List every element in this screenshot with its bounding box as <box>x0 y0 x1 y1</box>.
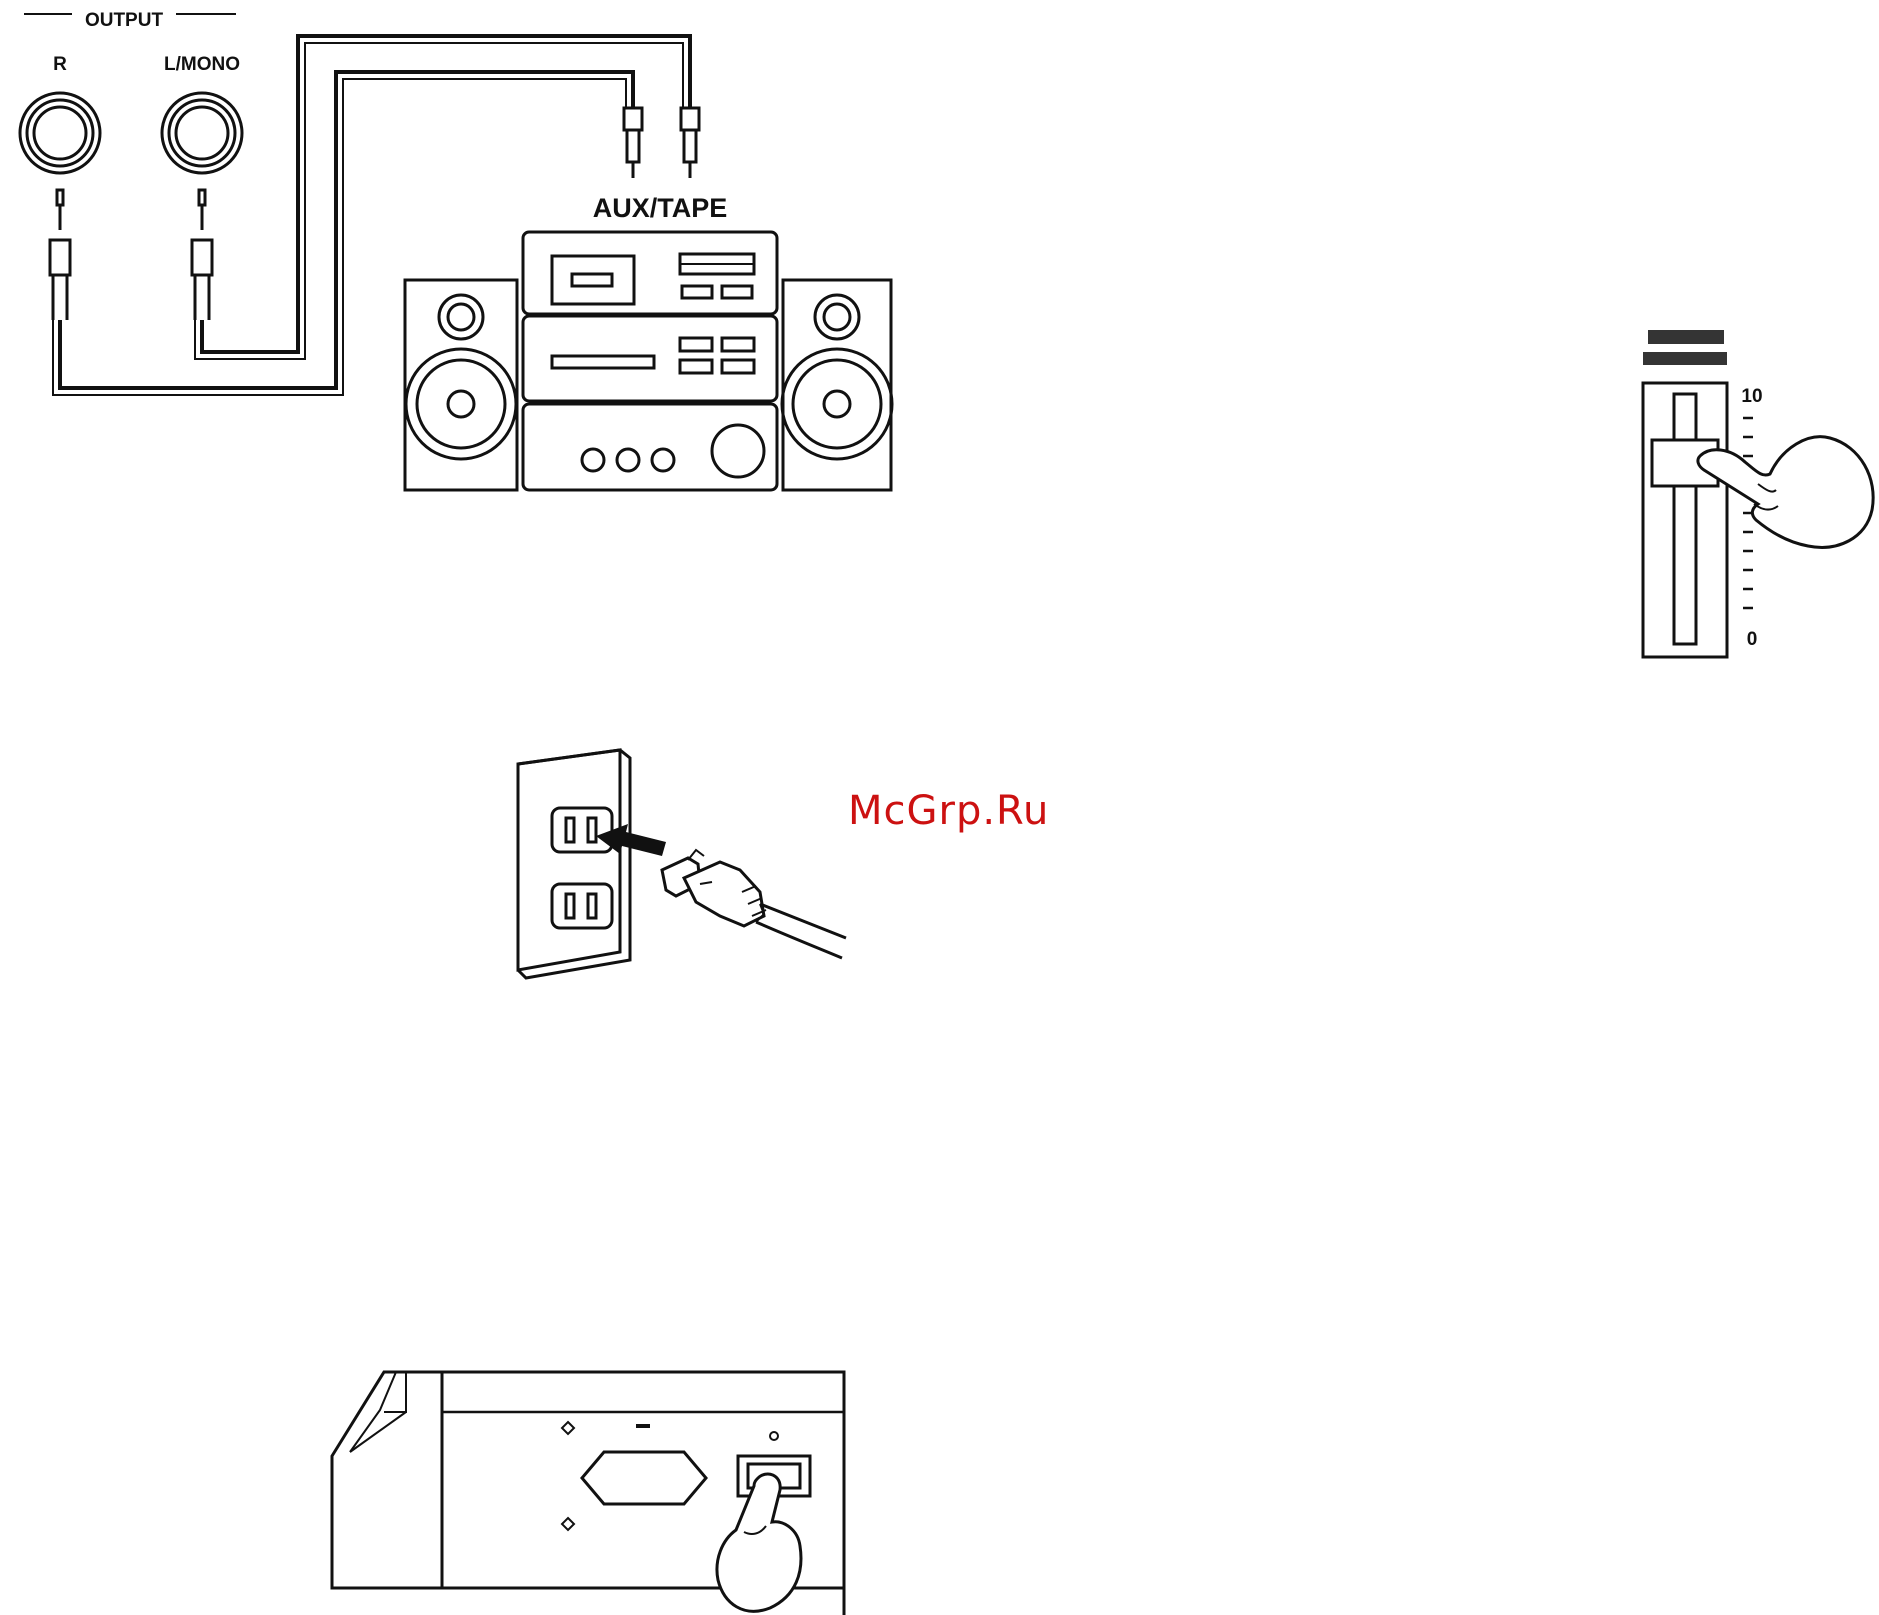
aux-tape-label: AUX/TAPE <box>593 193 728 223</box>
left-speaker <box>405 280 517 490</box>
outlet-socket-bottom <box>552 884 612 928</box>
amplifier-unit <box>523 404 777 490</box>
right-speaker <box>782 280 892 490</box>
ac-inlet <box>562 1422 706 1530</box>
plug-l-mono <box>192 190 212 320</box>
wall-outlet-figure <box>518 750 846 978</box>
jack-r-label: R <box>53 54 67 75</box>
plug-r <box>50 190 70 320</box>
outlet-socket-top <box>552 808 612 852</box>
power-plug <box>662 850 846 958</box>
slider-top-value: 10 <box>1741 386 1762 407</box>
output-label: OUTPUT <box>85 10 164 31</box>
rca-plugs <box>624 108 699 178</box>
jack-r-socket <box>20 93 100 173</box>
slider-bottom-value: 0 <box>1747 629 1758 650</box>
volume-slider-figure: 10 0 <box>1643 330 1873 657</box>
cassette-deck <box>523 232 777 314</box>
output-jack-panel: OUTPUT R L/MONO <box>20 10 242 320</box>
keyboard-rear-panel <box>332 1372 844 1615</box>
hand-icon <box>1698 437 1873 548</box>
tuner-unit <box>523 316 777 401</box>
jack-l-mono-socket <box>162 93 242 173</box>
jack-l-mono-label: L/MONO <box>164 54 240 75</box>
stereo-system <box>405 232 892 490</box>
watermark-text: McGrp.Ru <box>848 788 1049 834</box>
